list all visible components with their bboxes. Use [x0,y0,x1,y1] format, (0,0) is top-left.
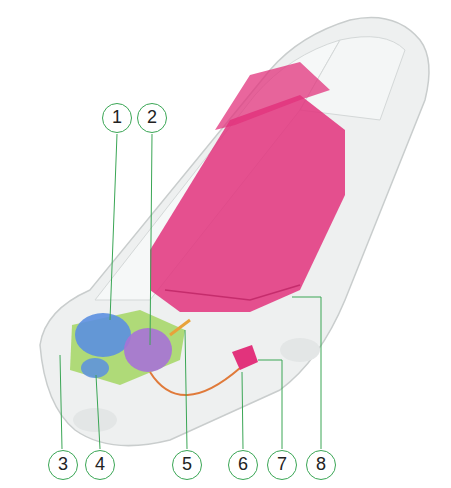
callout-number: 3 [48,450,78,480]
callout-number: 8 [306,450,336,480]
callout-number: 1 [102,103,132,133]
charge-port [232,345,258,370]
battery-upper [215,62,330,130]
callout-number: 7 [267,450,297,480]
leader-lines [60,134,321,449]
motor [75,313,131,357]
hv-cable [150,368,240,395]
callout-number: 4 [85,450,115,480]
wheel [280,338,320,362]
battery-pack [150,95,345,312]
callout-number: 6 [228,450,258,480]
subframe [70,310,185,385]
car-body [40,18,429,446]
wheel [73,408,117,432]
callout-number: 5 [172,450,202,480]
inverter [124,328,172,372]
callout-number: 2 [137,103,167,133]
